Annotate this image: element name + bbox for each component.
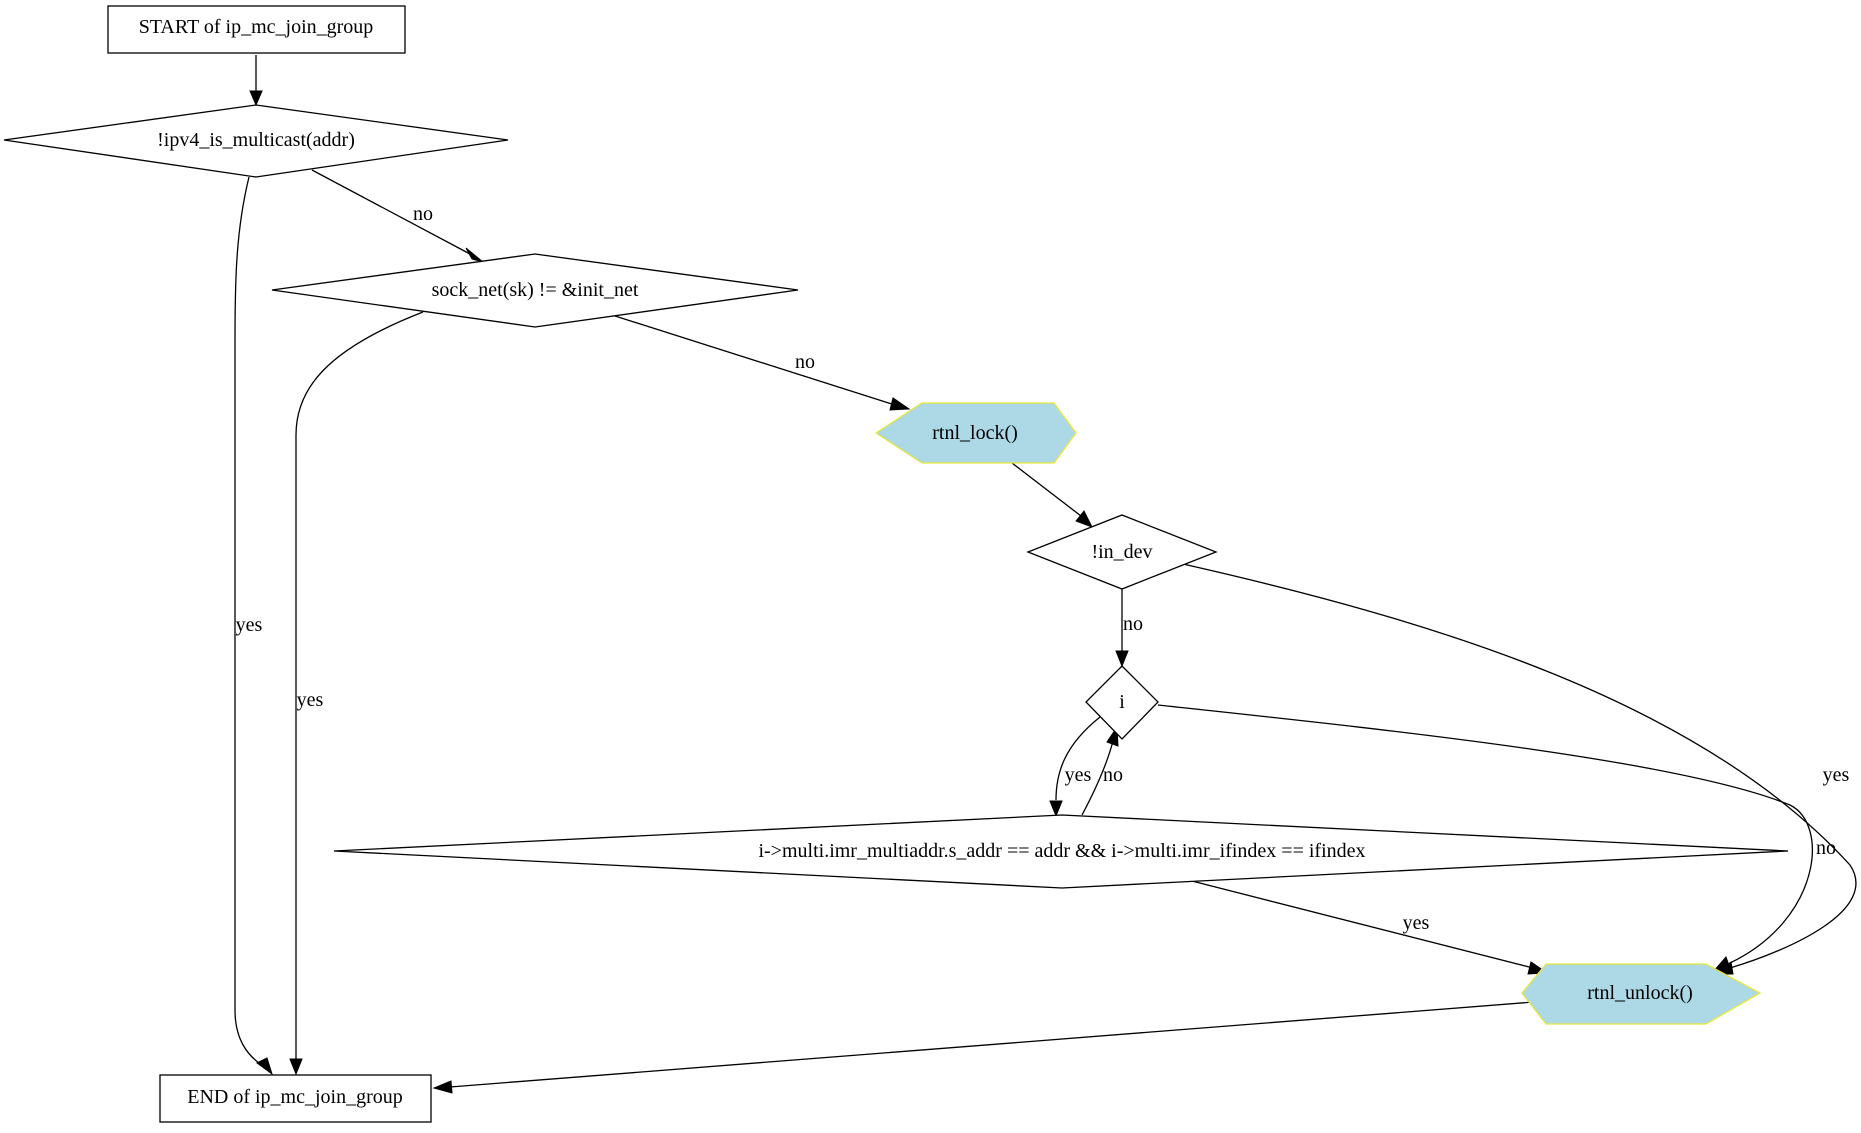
edge-label-socknet-yes: yes (297, 689, 324, 711)
node-i-label: i (1119, 691, 1125, 713)
node-i: i (1085, 665, 1159, 740)
node-is-multicast: !ipv4_is_multicast(addr) (3, 104, 509, 178)
edge-indev-yes (1182, 563, 1857, 969)
node-multi-compare-label: i->multi.imr_multiaddr.s_addr == addr &&… (758, 840, 1365, 862)
multi-compare-diamond (333, 814, 1789, 889)
node-in-dev: !in_dev (1026, 514, 1218, 590)
arrowhead (249, 90, 263, 107)
edge-label-multicast-no: no (413, 203, 433, 225)
is-multicast-diamond (3, 104, 509, 178)
arrowhead (1049, 800, 1063, 818)
edge-multicast-no (311, 169, 471, 255)
arrowhead (289, 1058, 303, 1076)
start-box (107, 5, 406, 54)
node-start: START of ip_mc_join_group (107, 5, 406, 54)
node-sock-net: sock_net(sk) != &init_net (271, 253, 799, 328)
edge-label-socknet-no: no (795, 351, 815, 373)
arrowhead (1115, 650, 1129, 668)
edge-cmp-no (1157, 704, 1813, 964)
node-end-label: END of ip_mc_join_group (187, 1086, 403, 1108)
arrowhead (1711, 956, 1731, 973)
edge-socknet-no (614, 315, 896, 406)
node-rtnl-unlock-label: rtnl_unlock() (1587, 982, 1693, 1004)
arrowhead (256, 1057, 273, 1076)
node-start-label: START of ip_mc_join_group (139, 16, 374, 38)
arrowhead (889, 397, 911, 411)
edge-label-multicast-yes: yes (236, 614, 263, 636)
node-rtnl-lock-label: rtnl_lock() (932, 422, 1018, 444)
end-box (159, 1074, 432, 1123)
node-in-dev-label: !in_dev (1091, 541, 1152, 563)
edge-label-cmp-no: no (1816, 837, 1836, 859)
node-is-multicast-label: !ipv4_is_multicast(addr) (157, 129, 355, 151)
node-rtnl-unlock: rtnl_unlock() (1521, 963, 1762, 1025)
edge-label-indev-yes: yes (1823, 764, 1850, 786)
edge-socknet-yes (295, 311, 424, 1060)
arrowhead (1075, 510, 1094, 528)
edge-label-indev-no: no (1123, 613, 1143, 635)
edge-lock-to-indev (1011, 462, 1082, 517)
edge-label-cmp-yes: yes (1403, 912, 1430, 934)
edge-cmp-loop-no (1081, 740, 1114, 816)
edge-multicast-yes (234, 176, 264, 1067)
edge-label-i-yes: yes (1065, 764, 1092, 786)
edge-i-yes (1055, 716, 1101, 801)
in-dev-diamond (1026, 514, 1218, 590)
i-diamond (1085, 665, 1159, 740)
sock-net-diamond (271, 253, 799, 328)
edge-cmp-yes (1187, 879, 1534, 969)
rtnl-unlock-hexagon (1521, 963, 1762, 1025)
arrowhead (465, 247, 484, 263)
node-multi-compare: i->multi.imr_multiaddr.s_addr == addr &&… (333, 814, 1789, 889)
edge-label-i-no: no (1103, 764, 1123, 786)
arrowhead (432, 1080, 453, 1094)
node-rtnl-lock: rtnl_lock() (874, 402, 1077, 464)
edge-unlock-to-end (449, 1001, 1535, 1088)
rtnl-lock-hexagon (874, 402, 1077, 464)
node-sock-net-label: sock_net(sk) != &init_net (432, 279, 639, 301)
node-end: END of ip_mc_join_group (159, 1074, 432, 1123)
